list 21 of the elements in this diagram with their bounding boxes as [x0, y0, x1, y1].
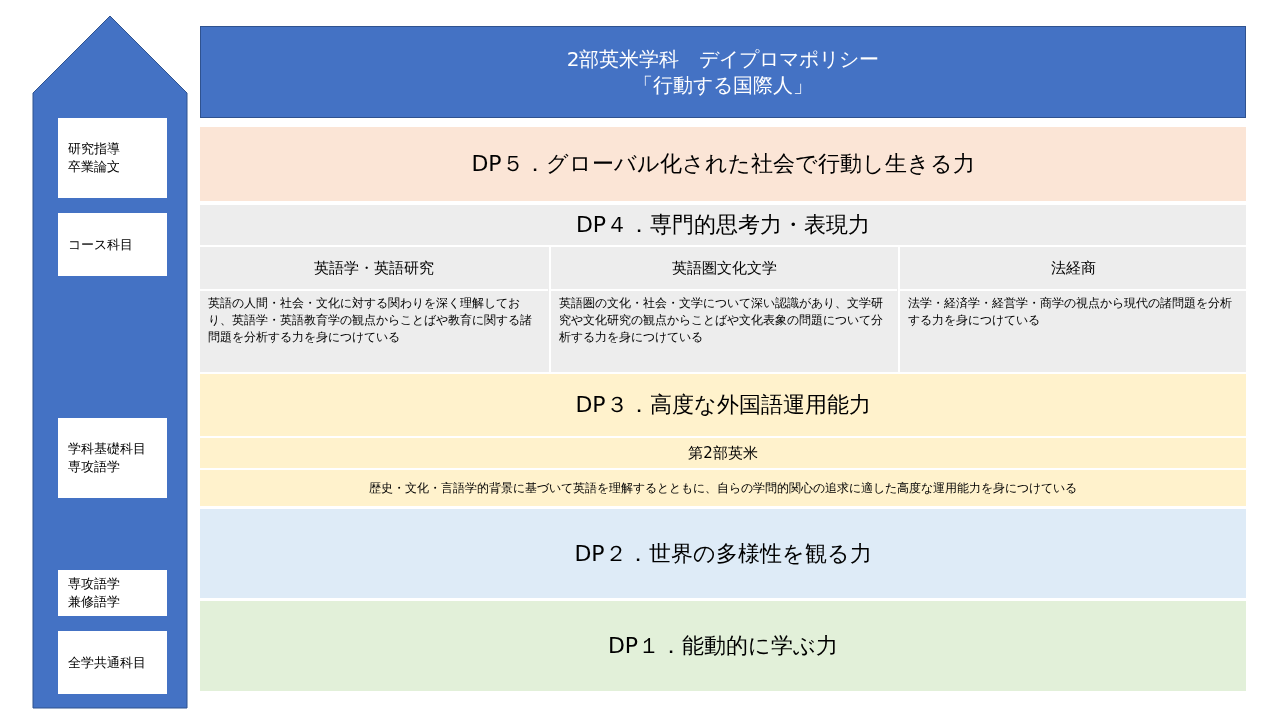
policy-band: DP５．グローバル化された社会で行動し生きる力: [200, 127, 1246, 201]
column-heading: 英語圏文化文学: [551, 247, 897, 291]
course-box: 学科基礎科目専攻語学: [58, 418, 167, 498]
description-text: 英語の人間・社会・文化に対する関わりを深く理解しており、英語学・英語教育学の観点からことばや教育に関する諸問題を分析する力を身につけている: [207, 295, 533, 346]
policy-band: DP２．世界の多様性を観る力: [200, 509, 1246, 598]
band-heading: DP４．専門的思考力・表現力: [200, 205, 1246, 247]
row-heading: 第2部英米: [200, 438, 1246, 470]
policy-band: DP１．能動的に学ぶ力: [200, 601, 1246, 691]
course-box: 専攻語学兼修語学: [58, 570, 167, 616]
course-box: コース科目: [58, 213, 167, 276]
column-heading: 法経商: [900, 247, 1246, 291]
column-heading: 英語学・英語研究: [200, 247, 548, 291]
upward-arrow-band: [32, 15, 188, 709]
title-text: 2部英米学科 デイプロマポリシー: [566, 46, 880, 72]
band-heading: DP３．高度な外国語運用能力: [200, 374, 1246, 438]
course-box: 研究指導卒業論文: [58, 118, 167, 198]
description-text: 英語圏の文化・社会・文学について深い認識があり、文学研究や文化研究の観点からことばや文化表象の問題について分析する力を身につけている: [558, 295, 884, 346]
course-box: 全学共通科目: [58, 631, 167, 694]
description-text: 歴史・文化・言語学的背景に基づいて英語を理解するとともに、自らの学問的関心の追求に適した高度な運用能力を身につけている: [368, 480, 1078, 497]
description-text: 法学・経済学・経営学・商学の視点から現代の諸問題を分析する力を身につけている: [907, 295, 1233, 329]
title-text: 「行動する国際人」: [633, 72, 813, 98]
